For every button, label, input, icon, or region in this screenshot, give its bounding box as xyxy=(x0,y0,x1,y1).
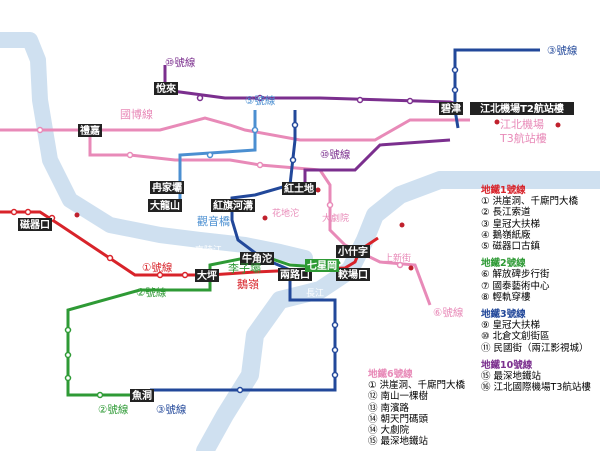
station-daping[interactable]: 大坪 xyxy=(195,269,219,282)
svg-text:冉家壩: 冉家壩 xyxy=(152,181,182,194)
legend-item: ⑫ 南山一棵樹 xyxy=(368,391,429,403)
station-niujiao[interactable]: 牛角沱 xyxy=(240,252,274,265)
label-jiangbei-t3: T3航站樓 xyxy=(499,131,547,145)
poi-marker xyxy=(494,119,500,125)
station-lijia[interactable]: 禮嘉 xyxy=(78,124,102,137)
legend-line10: 地鐵10號線 ⑮ 最深地鐵站 ⑯ 江北國際機場T3航站樓 xyxy=(481,360,599,394)
label-guobo: 國博線 xyxy=(120,107,153,121)
line1-label: ①號線 xyxy=(142,261,173,274)
station-lianghekou[interactable]: 兩路口 xyxy=(278,268,312,281)
line10-label-mid: ⑩號線 xyxy=(320,148,351,161)
legend-item: ⑨ 皇冠大扶梯 xyxy=(481,320,541,332)
label-dajuyuan: 大劇院 xyxy=(322,212,349,224)
label-huadi: 花地沱 xyxy=(272,207,299,219)
legend-line1: 地鐵1號線 ① 洪崖洞、千廝門大橋 ② 長江索道 ③ 皇冠大扶梯 ④ 鵝嶺紙廠 … xyxy=(481,185,599,252)
legend-item: ③ 皇冠大扶梯 xyxy=(481,218,541,230)
legend-line10-title: 地鐵10號線 xyxy=(481,359,533,371)
legend-item: ⑮ 最深地鐵站 xyxy=(481,371,542,383)
legend-item: ⑬ 南濱路 xyxy=(368,402,410,414)
svg-text:磁器口: 磁器口 xyxy=(20,218,50,231)
legend-item: ⑪ 民國街（兩江影視城） xyxy=(481,342,589,354)
svg-text:兩路口: 兩路口 xyxy=(280,268,310,281)
legend: 地鐵1號線 ① 洪崖洞、千廝門大橋 ② 長江索道 ③ 皇冠大扶梯 ④ 鵝嶺紙廠 … xyxy=(481,185,599,393)
svg-text:江北機場T2航站樓: 江北機場T2航站樓 xyxy=(480,102,564,115)
station-bijin[interactable]: 碧津 xyxy=(439,102,463,115)
place-labels: 國博線 江北機場 T3航站樓 觀音橋 嘉陵江 長江 李子壩 鵝嶺 上新街 大劇院… xyxy=(120,107,547,299)
legend-item: ⑧ 輕軌穿樓 xyxy=(481,291,531,303)
svg-text:禮嘉: 禮嘉 xyxy=(80,124,100,137)
poi-marker xyxy=(408,265,414,271)
legend-item: ⑦ 國泰藝術中心 xyxy=(481,280,550,292)
poi-marker xyxy=(74,212,80,218)
label-jiangbei-t2: 江北機場 xyxy=(500,117,544,131)
station-jiangbei-t2[interactable]: 江北機場T2航站樓 xyxy=(470,102,574,115)
svg-text:紅旗河溝: 紅旗河溝 xyxy=(213,199,253,212)
line10-purple xyxy=(163,65,461,190)
svg-text:魚洞: 魚洞 xyxy=(132,389,152,402)
svg-text:大龍山: 大龍山 xyxy=(150,199,180,212)
line5-label: ⑤號線 xyxy=(245,94,276,107)
svg-text:小什字: 小什字 xyxy=(337,245,368,258)
rivers xyxy=(0,32,600,451)
station-ranjia[interactable]: 冉家壩 xyxy=(150,181,184,194)
station-name-boxes: 悅來 禮嘉 冉家壩 大龍山 紅旗河溝 紅土地 碧津 江北機場T2航站樓 牛角沱 … xyxy=(18,82,574,402)
line2-label-bottom: ②號線 xyxy=(98,403,129,416)
svg-text:較場口: 較場口 xyxy=(338,268,368,281)
svg-text:碧津: 碧津 xyxy=(440,102,461,115)
label-jialing: 嘉陵江 xyxy=(195,244,222,256)
svg-text:牛角沱: 牛角沱 xyxy=(242,252,272,265)
line-labels: ⑩號線 ⑤號線 ③號線 ⑩號線 ①號線 ②號線 ⑥號線 ②號線 ③號線 xyxy=(98,44,578,416)
line2-label: ②號線 xyxy=(136,286,167,299)
legend-item: ⑤ 磁器口古鎮 xyxy=(481,241,541,253)
legend-item: ① 洪崖洞、千廝門大橋 xyxy=(481,196,579,208)
station-jiaochangkou[interactable]: 較場口 xyxy=(336,268,370,281)
svg-text:大坪: 大坪 xyxy=(197,269,217,282)
legend-item: ① 洪崖洞、千廝門大橋 xyxy=(368,380,466,392)
station-hongqi[interactable]: 紅旗河溝 xyxy=(211,199,255,212)
legend-line2-title: 地鐵2號線 xyxy=(481,258,526,270)
svg-text:悅來: 悅來 xyxy=(156,82,176,95)
station-yuzui[interactable]: 魚洞 xyxy=(130,389,154,402)
station-hongtudi[interactable]: 紅土地 xyxy=(282,182,316,195)
poi-marker xyxy=(399,222,405,228)
legend-line1-title: 地鐵1號線 xyxy=(481,185,526,196)
label-pengtai: 鵝嶺 xyxy=(237,277,259,291)
legend-line3: 地鐵3號線 ⑨ 皇冠大扶梯 ⑩ 北倉文創街區 ⑪ 民國街（兩江影視城） xyxy=(481,309,599,354)
yangtze-river xyxy=(196,171,600,451)
line6-label: ⑥號線 xyxy=(433,306,464,319)
label-xinjie: 上新街 xyxy=(384,252,411,264)
legend-item: ② 長江索道 xyxy=(481,207,531,219)
svg-text:紅土地: 紅土地 xyxy=(284,182,314,195)
legend-line2: 地鐵2號線 ⑥ 解放碑步行街 ⑦ 國泰藝術中心 ⑧ 輕軌穿樓 xyxy=(481,258,599,303)
station-xiaoshizi[interactable]: 小什字 xyxy=(336,245,370,258)
station-cuzhu[interactable]: 磁器口 xyxy=(18,218,52,231)
legend-item: ⑮ 最深地鐵站 xyxy=(368,436,429,448)
legend-line3-title: 地鐵3號線 xyxy=(481,309,526,321)
label-yangtze: 長江 xyxy=(306,288,324,299)
legend-item: ④ 鵝嶺紙廠 xyxy=(481,229,531,241)
legend-item: ⑯ 江北國際機場T3航站樓 xyxy=(481,382,591,394)
poi-marker xyxy=(262,215,268,221)
line3-label-bottom: ③號線 xyxy=(156,403,187,416)
legend-line6-title: 地鐵6號線 xyxy=(368,369,413,380)
line10-label-top: ⑩號線 xyxy=(165,56,196,69)
legend-line6: 地鐵6號線 ① 洪崖洞、千廝門大橋 ⑫ 南山一棵樹 ⑬ 南濱路 ⑭ 朝天門碼頭 … xyxy=(368,369,478,447)
legend-item: ⑭ 朝天門碼頭 xyxy=(368,413,429,425)
label-liziba: 李子壩 xyxy=(228,261,261,275)
legend-item: ⑭ 大劇院 xyxy=(368,425,410,437)
station-dots xyxy=(10,66,459,399)
poi-markers xyxy=(74,119,561,271)
legend-item: ⑩ 北倉文創街區 xyxy=(481,331,550,343)
station-qixinggang[interactable]: 七星岡 xyxy=(305,259,339,272)
station-dalongshan[interactable]: 大龍山 xyxy=(148,199,182,212)
jialing-river xyxy=(0,32,313,266)
legend-item: ⑥ 解放碑步行街 xyxy=(481,269,550,281)
svg-text:七星岡: 七星岡 xyxy=(307,259,337,272)
poi-marker xyxy=(555,122,561,128)
label-guanyinqiao: 觀音橋 xyxy=(197,214,230,228)
station-yuelai[interactable]: 悅來 xyxy=(154,82,178,95)
line3-label-top: ③號線 xyxy=(547,44,578,57)
poi-marker xyxy=(315,187,321,193)
